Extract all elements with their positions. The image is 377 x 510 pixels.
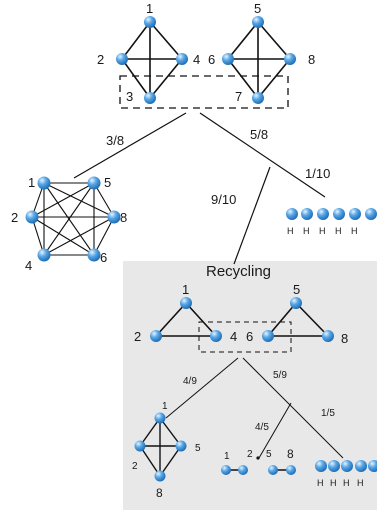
hex-node-1: [37, 176, 51, 190]
label-5: 5: [254, 1, 261, 16]
q-label-8: 8: [156, 486, 163, 500]
hex-node-4: [37, 248, 51, 262]
branch-4-5: 4/5: [255, 422, 269, 433]
recycling-quad: [139, 417, 182, 477]
pair-label-5: 5: [266, 449, 272, 460]
r-node-1: [180, 297, 192, 309]
r-label-8: 8: [341, 331, 348, 346]
recycling-branches: [165, 357, 344, 459]
r-node-4: [210, 330, 222, 342]
r-label-4: 4: [230, 329, 237, 344]
h-label: H: [287, 226, 294, 236]
pair-label-8: 8: [287, 447, 294, 461]
h-label: H: [335, 226, 342, 236]
node-6: [222, 53, 234, 65]
label-3: 3: [126, 89, 133, 104]
node-4: [176, 53, 188, 65]
node-1: [144, 16, 156, 28]
branch-1-10: 1/10: [305, 166, 330, 181]
r-label-1: 1: [182, 282, 189, 297]
recycling-pair-labels: 1 2 5 8: [224, 447, 294, 462]
hex-node-6: [87, 248, 101, 262]
h-label: H: [319, 226, 326, 236]
label-4: 4: [193, 52, 200, 67]
r-label-5: 5: [293, 282, 300, 297]
q-label-2: 2: [132, 461, 138, 472]
recycling-triangle-labels: 1 2 4 5 6 8: [134, 282, 348, 346]
pair-label-2: 2: [247, 449, 253, 460]
branch-5-8: 5/8: [250, 127, 268, 142]
hex-node-5: [87, 176, 101, 190]
r-label-6: 6: [246, 329, 253, 344]
label-6: 6: [208, 52, 215, 67]
h-label: H: [330, 478, 337, 488]
h-label: H: [351, 226, 358, 236]
recycling-branch-labels: 4/9 5/9 4/5 1/5: [183, 370, 335, 433]
node-2: [116, 53, 128, 65]
branch-4-9: 4/9: [183, 376, 197, 387]
top-nodes: [116, 16, 296, 104]
q-label-5: 5: [195, 443, 201, 454]
hex-label-4: 4: [25, 258, 32, 273]
node-3: [144, 92, 156, 104]
branch-3-8: 3/8: [106, 133, 124, 148]
r-node-8: [322, 330, 334, 342]
branch-5-9: 5/9: [273, 370, 287, 381]
h-chain-recycling-labels: H H H H: [317, 478, 364, 488]
r-node-6: [262, 330, 274, 342]
q-label-1: 1: [162, 401, 168, 412]
recycling-triangle-nodes: [150, 297, 334, 342]
recycling-quad-labels: 1 2 5 8: [132, 401, 201, 500]
label-8: 8: [308, 52, 315, 67]
branch-labels-level-1: 3/8 5/8 9/10 1/10: [106, 127, 330, 207]
branch-1-5: 1/5: [321, 408, 335, 419]
r-label-2: 2: [134, 329, 141, 344]
top-dashed-box: [119, 75, 289, 109]
hexagon-nodes: [25, 176, 121, 262]
hex-node-2: [25, 210, 39, 224]
h-label: H: [357, 478, 364, 488]
top-labels: 1 2 4 3 5 6 8 7: [97, 1, 315, 104]
hex-node-8: [107, 210, 121, 224]
hex-label-8: 8: [120, 210, 127, 225]
hex-label-6: 6: [100, 250, 107, 265]
top-right-tetrahedron: [227, 21, 291, 99]
h-label: H: [343, 478, 350, 488]
label-1: 1: [146, 1, 153, 16]
h-chain-recycling: [315, 460, 377, 472]
recycling-triangles: [155, 302, 329, 337]
r-node-5: [290, 297, 302, 309]
pair-label-1: 1: [224, 451, 230, 462]
recycling-pairs: [221, 456, 296, 475]
label-7: 7: [235, 89, 242, 104]
r-node-2: [150, 330, 162, 342]
hex-label-5: 5: [104, 175, 111, 190]
top-left-tetrahedron: [121, 21, 183, 99]
recycling-dashed-box: [198, 321, 292, 353]
node-8: [284, 53, 296, 65]
branch-9-10: 9/10: [211, 192, 236, 207]
hex-label-2: 2: [11, 210, 18, 225]
hex-label-1: 1: [28, 175, 35, 190]
recycling-quad-nodes: [134, 412, 187, 482]
label-2: 2: [97, 52, 104, 67]
hexagon-graph: [31, 182, 115, 256]
h-chain-top-labels: H H H H H: [287, 226, 358, 236]
node-5: [252, 16, 264, 28]
node-7: [252, 92, 264, 104]
recycling-title: Recycling: [206, 263, 271, 280]
h-label: H: [317, 478, 324, 488]
h-chain-top: [286, 208, 377, 220]
h-label: H: [303, 226, 310, 236]
hexagon-labels: 1 5 2 8 4 6: [11, 175, 127, 273]
branches-level-1: [73, 112, 326, 265]
